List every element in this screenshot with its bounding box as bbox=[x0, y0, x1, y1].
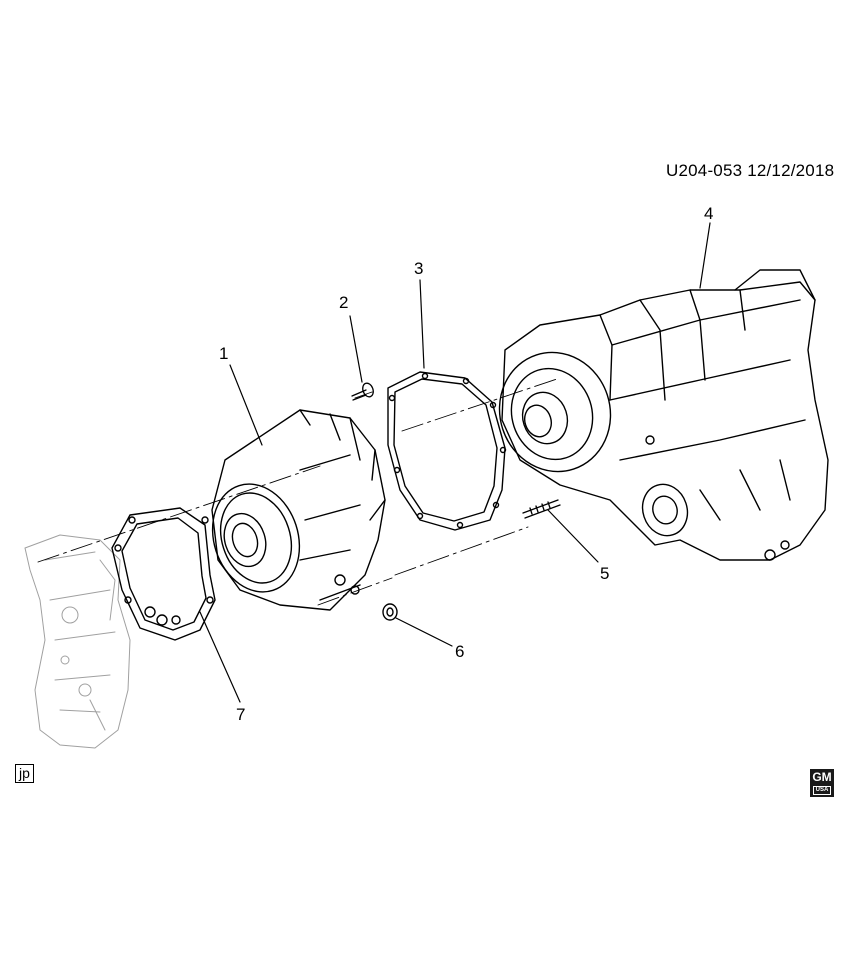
callout-4: 4 bbox=[704, 204, 714, 223]
part-6-nut bbox=[382, 603, 398, 621]
callout-2: 2 bbox=[339, 293, 349, 312]
callout-7: 7 bbox=[236, 705, 246, 724]
part-1-adapter-housing bbox=[211, 409, 386, 611]
gm-logo: GM USA bbox=[810, 769, 834, 797]
transmission-outline bbox=[24, 534, 131, 749]
part-7-gasket bbox=[111, 507, 216, 641]
leader-lines bbox=[199, 222, 711, 703]
part-3-gasket bbox=[387, 371, 507, 531]
part-5-stud bbox=[522, 499, 561, 519]
callout-1: 1 bbox=[219, 344, 229, 363]
gm-logo-text: GM bbox=[812, 770, 832, 784]
callout-5: 5 bbox=[600, 564, 610, 583]
diagram-reference: U204-053 12/12/2018 bbox=[666, 161, 835, 180]
callout-6: 6 bbox=[455, 642, 465, 661]
gm-logo-sub: USA bbox=[813, 786, 831, 795]
part-4-transfer-case bbox=[498, 269, 829, 561]
centerlines bbox=[37, 377, 561, 606]
part-2-bolt bbox=[351, 382, 374, 401]
illustrator-tag: jp bbox=[15, 764, 34, 783]
callout-3: 3 bbox=[414, 259, 424, 278]
